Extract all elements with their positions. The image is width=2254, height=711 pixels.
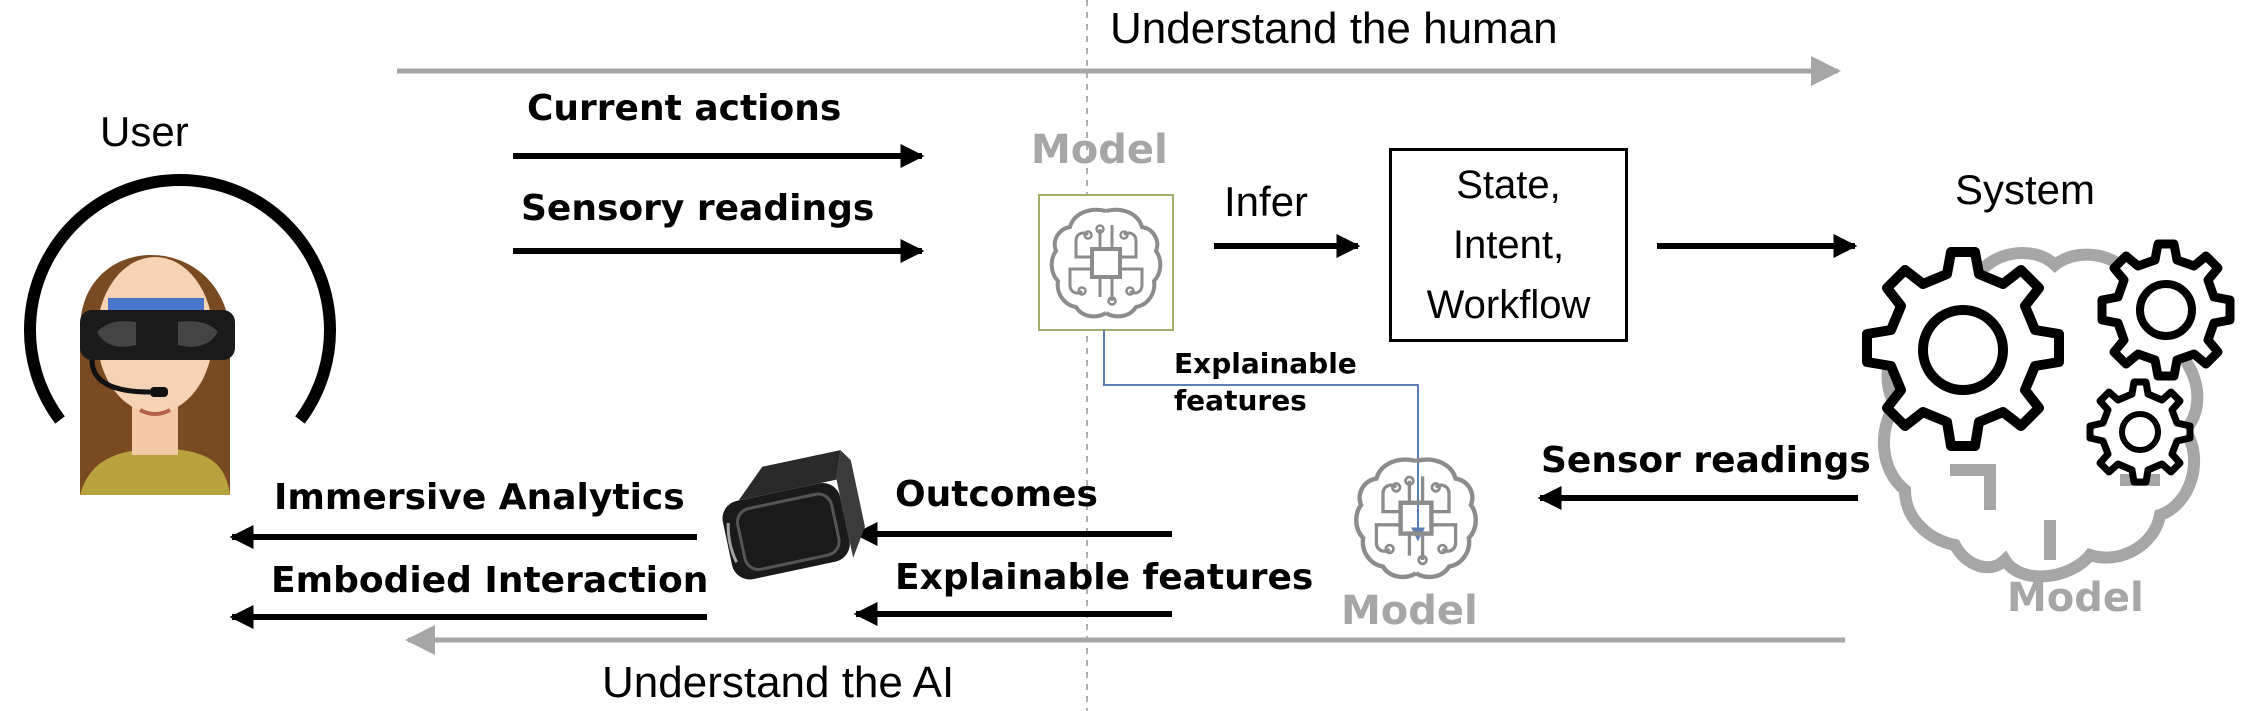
label-immersive-analytics: Immersive Analytics <box>274 477 685 518</box>
infer-label: Infer <box>1224 178 1309 225</box>
system-label: System <box>1955 166 2096 213</box>
label-outcomes: Outcomes <box>895 474 1098 515</box>
explainable-link-label-2: features <box>1174 384 1307 417</box>
gears-brain-icon <box>1862 239 2235 583</box>
label-current-actions: Current actions <box>527 88 842 129</box>
label-sensory-readings: Sensory readings <box>521 188 875 229</box>
model-top-label: Model <box>1031 127 1168 173</box>
user-avatar-icon <box>24 174 336 495</box>
understand-ai-title: Understand the AI <box>602 658 955 707</box>
state-intent-workflow-box: State, Intent, Workflow <box>1389 148 1628 342</box>
model-bottom-label: Model <box>1341 588 1478 634</box>
vr-headset-icon <box>722 450 865 580</box>
model-system-label: Model <box>2007 575 2144 621</box>
label-sensor-readings: Sensor readings <box>1541 440 1871 481</box>
user-label: User <box>100 108 189 155</box>
state-line: State, <box>1456 163 1561 207</box>
model-top-box <box>1038 194 1174 331</box>
label-embodied-interaction: Embodied Interaction <box>271 560 709 601</box>
intent-line: Intent, <box>1452 223 1565 267</box>
explainable-link-label-1: Explainable <box>1174 347 1357 380</box>
understand-human-title: Understand the human <box>1110 4 1558 53</box>
label-explainable-features: Explainable features <box>895 557 1314 598</box>
workflow-line: Workflow <box>1426 283 1591 327</box>
brain-circuit-icon <box>1356 460 1475 577</box>
